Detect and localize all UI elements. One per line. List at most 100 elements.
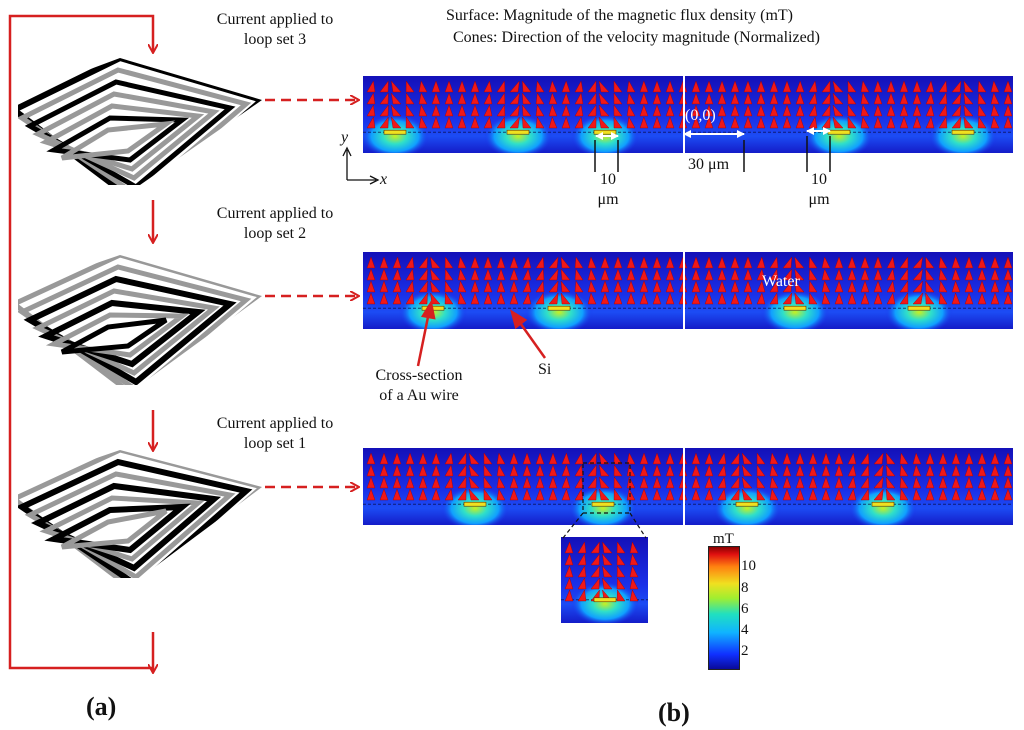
velocity-cone [626, 116, 636, 129]
velocity-cone [938, 452, 948, 465]
velocity-cone [912, 92, 922, 105]
velocity-cone [652, 116, 662, 129]
velocity-cone [548, 292, 559, 305]
velocity-cone [535, 464, 545, 477]
velocity-cone [548, 464, 558, 477]
velocity-cone [587, 256, 597, 269]
velocity-cone [704, 256, 714, 269]
velocity-cone [821, 488, 831, 501]
velocity-cone [457, 92, 467, 105]
velocity-cone [561, 452, 571, 465]
velocity-cone [782, 464, 792, 477]
velocity-cone [509, 80, 520, 93]
velocity-cone [808, 452, 818, 465]
velocity-cone [873, 280, 883, 293]
velocity-cone [782, 104, 792, 117]
step-caption-2-line1: Current applied to [216, 205, 334, 222]
velocity-cone [741, 452, 753, 465]
velocity-cone [379, 280, 389, 293]
velocity-cone [847, 280, 857, 293]
velocity-cone [652, 452, 662, 465]
velocity-cone [795, 104, 805, 117]
velocity-cone [590, 541, 600, 554]
velocity-cone [616, 589, 626, 602]
velocity-cone [639, 488, 649, 501]
velocity-cone [600, 280, 610, 293]
width-label-right-value: 10 [811, 171, 827, 188]
velocity-cone [470, 256, 480, 269]
velocity-cone [717, 452, 727, 465]
velocity-cone [899, 280, 909, 293]
velocity-cone [832, 104, 844, 117]
velocity-cone [535, 268, 545, 281]
velocity-cone [717, 464, 727, 477]
pitch-label: 30 μm [688, 156, 730, 173]
velocity-cone [964, 464, 974, 477]
velocity-cone [366, 92, 376, 105]
velocity-cone [574, 280, 584, 293]
velocity-cone [496, 256, 506, 269]
velocity-cone [808, 488, 818, 501]
velocity-cone [912, 452, 922, 465]
velocity-cone [574, 292, 584, 305]
velocity-cone [832, 80, 844, 93]
velocity-cone [496, 280, 506, 293]
velocity-cone [782, 256, 793, 269]
velocity-cone [899, 92, 909, 105]
velocity-cone [1003, 268, 1013, 281]
velocity-cone [431, 116, 441, 129]
au-wire-label: Cross-section of a Au wire [356, 366, 482, 406]
velocity-cone [561, 464, 571, 477]
velocity-cone [392, 268, 402, 281]
au-wire-cross-section [783, 305, 807, 311]
velocity-cone [390, 104, 402, 117]
coil-loop-set-3 [18, 58, 262, 185]
velocity-cone [602, 565, 613, 578]
velocity-cone [912, 268, 924, 281]
velocity-cone [626, 256, 636, 269]
step-caption-3: Current applied to loop set 3 [200, 10, 350, 50]
velocity-cone [704, 452, 714, 465]
velocity-cone [912, 280, 924, 293]
velocity-cone [1003, 280, 1013, 293]
velocity-cone [598, 104, 610, 117]
velocity-cone [598, 488, 610, 501]
velocity-cone [522, 464, 532, 477]
velocity-cone [860, 280, 870, 293]
velocity-cone [756, 256, 766, 269]
colorbar-tick-4: 4 [741, 622, 749, 638]
velocity-cone [899, 116, 909, 129]
velocity-cone [899, 80, 909, 93]
velocity-cone [860, 92, 870, 105]
velocity-cone [860, 116, 870, 129]
velocity-cone [483, 80, 493, 93]
velocity-cone [743, 280, 753, 293]
velocity-cone [639, 452, 649, 465]
velocity-cone [899, 256, 909, 269]
velocity-cone [899, 488, 909, 501]
si-label: Si [538, 361, 552, 378]
velocity-cone [808, 464, 818, 477]
velocity-cone [522, 280, 532, 293]
velocity-cone [444, 116, 454, 129]
field-map-2 [363, 252, 1013, 329]
velocity-cone [366, 488, 376, 501]
velocity-cone [652, 464, 662, 477]
velocity-cone [483, 268, 493, 281]
velocity-cone [590, 553, 600, 566]
velocity-cone [756, 464, 766, 477]
velocity-cone [598, 92, 610, 105]
velocity-cone [665, 280, 675, 293]
velocity-cone [717, 268, 727, 281]
velocity-cone [847, 104, 857, 117]
step-caption-1-line2: loop set 1 [243, 435, 307, 452]
velocity-cone [483, 476, 493, 489]
velocity-cone [990, 256, 1000, 269]
velocity-cone [847, 476, 857, 489]
velocity-cone [795, 464, 805, 477]
velocity-cone [821, 476, 831, 489]
velocity-cone [613, 116, 623, 129]
velocity-cone [418, 104, 428, 117]
